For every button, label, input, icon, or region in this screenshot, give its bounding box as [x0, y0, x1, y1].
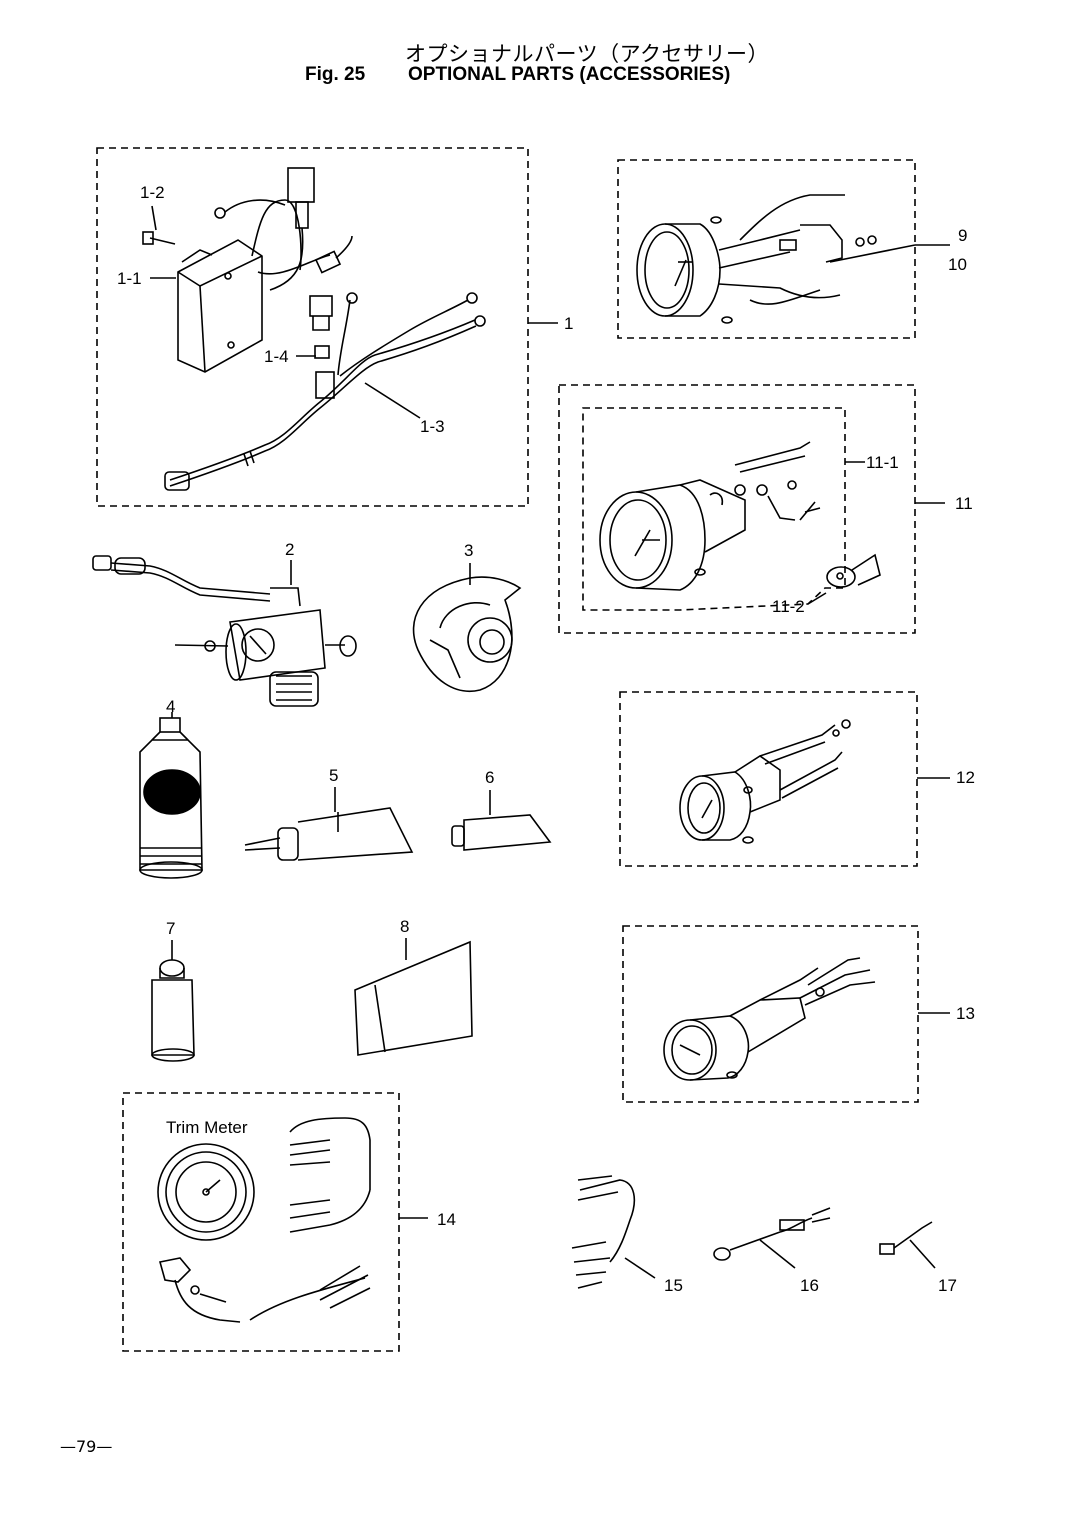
- harness-1-3: [164, 292, 486, 491]
- figure-number: Fig. 25: [305, 64, 366, 85]
- part-4-bottle: [139, 717, 203, 879]
- gauge-11: [599, 441, 881, 591]
- callout-1-2: 1-2: [140, 183, 165, 202]
- callout-11-2: 11-2: [772, 597, 805, 616]
- group-12-box: [619, 691, 918, 867]
- callout-11: 11: [955, 494, 973, 513]
- callout-8: 8: [400, 917, 409, 936]
- callout-1-3: 1-3: [420, 417, 445, 436]
- title-japanese: オプショナルパーツ（アクセサリー）: [405, 42, 770, 66]
- callout-10: 10: [948, 255, 967, 274]
- callout-13: 13: [956, 1004, 975, 1023]
- callout-7: 7: [166, 919, 175, 938]
- callout-3: 3: [464, 541, 473, 560]
- title-english: OPTIONAL PARTS (ACCESSORIES): [408, 64, 731, 85]
- callout-15: 15: [664, 1276, 683, 1295]
- part-2: [92, 555, 357, 707]
- callout-4: 4: [166, 697, 175, 716]
- group-9-box: [617, 159, 916, 339]
- part-6-tube: [451, 790, 552, 851]
- callout-11-1: 11-1: [866, 453, 899, 472]
- part-8-packet: [354, 938, 473, 1056]
- gauge-13: [663, 957, 876, 1081]
- trim-meter-label: Trim Meter: [166, 1118, 248, 1137]
- group-11-1-box: [582, 407, 846, 611]
- part-5-tube: [244, 807, 414, 861]
- part-7-can: [151, 940, 195, 1062]
- group-1-box: [96, 147, 529, 507]
- callout-14: 14: [437, 1210, 456, 1229]
- page-number: —79—: [60, 1437, 113, 1456]
- gauge-12: [679, 719, 851, 844]
- group-11-box: [558, 384, 916, 634]
- group-14-box: [122, 1092, 400, 1352]
- callout-12: 12: [956, 768, 975, 787]
- callout-2: 2: [285, 540, 294, 559]
- regulator-part: [142, 167, 353, 373]
- callout-17: 17: [938, 1276, 957, 1295]
- gauge-9: [636, 194, 916, 324]
- callout-9: 9: [958, 226, 967, 245]
- callout-16: 16: [800, 1276, 819, 1295]
- part-16-cord: [713, 1207, 831, 1269]
- trim-meter-part: [157, 1117, 371, 1323]
- part-3: [412, 576, 522, 692]
- part-17-lead: [879, 1221, 936, 1269]
- part-15-harness: [571, 1175, 656, 1289]
- callout-1: 1: [564, 314, 573, 333]
- callout-1-1: 1-1: [117, 269, 142, 288]
- group-13-box: [622, 925, 919, 1103]
- callout-5: 5: [329, 766, 338, 785]
- callout-6: 6: [485, 768, 494, 787]
- callout-1-4: 1-4: [264, 347, 289, 366]
